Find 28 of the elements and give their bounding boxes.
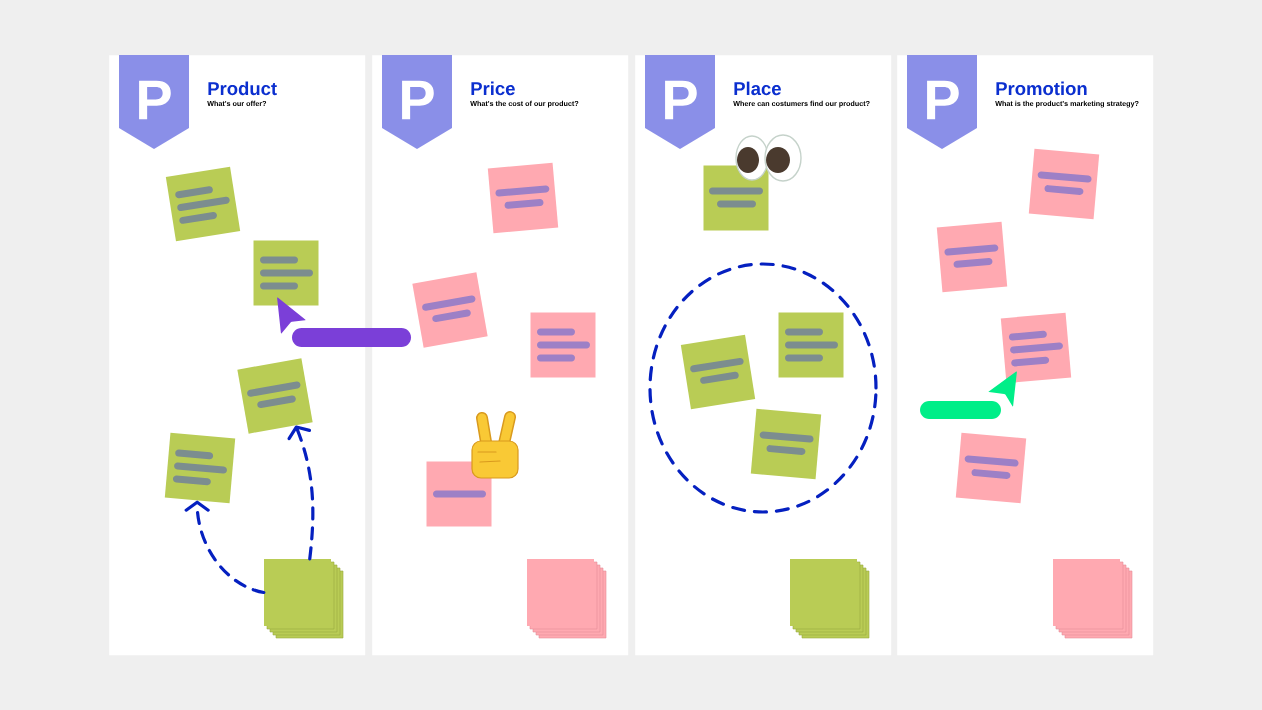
sticky-note	[778, 312, 844, 378]
sticky-note	[680, 334, 756, 410]
column-title: Product	[208, 81, 277, 96]
column-title: Place	[734, 81, 781, 96]
sticky-note-stack	[1053, 559, 1133, 639]
sticky-note	[412, 272, 488, 348]
sticky-note-stack	[790, 559, 870, 639]
arrow	[184, 500, 266, 595]
sticky-note	[955, 432, 1027, 504]
sticky-note	[164, 432, 236, 504]
banner: P	[645, 55, 715, 149]
banner: P	[382, 55, 452, 149]
sticky-note	[237, 358, 313, 434]
sticky-note	[165, 166, 241, 242]
banner: P	[907, 55, 977, 149]
column-title: Promotion	[996, 81, 1087, 96]
sticky-note	[530, 312, 596, 378]
sticky-note	[750, 408, 822, 480]
arrow	[287, 425, 315, 561]
column-title: Price	[471, 81, 515, 96]
banner: P	[119, 55, 189, 149]
sticky-note-stack	[527, 559, 607, 639]
sticky-note	[253, 240, 319, 306]
sticky-note	[1000, 312, 1072, 384]
sticky-note-stack	[264, 559, 344, 639]
sticky-note	[936, 221, 1008, 293]
sticky-note	[1028, 148, 1100, 220]
sticky-note	[487, 162, 559, 234]
